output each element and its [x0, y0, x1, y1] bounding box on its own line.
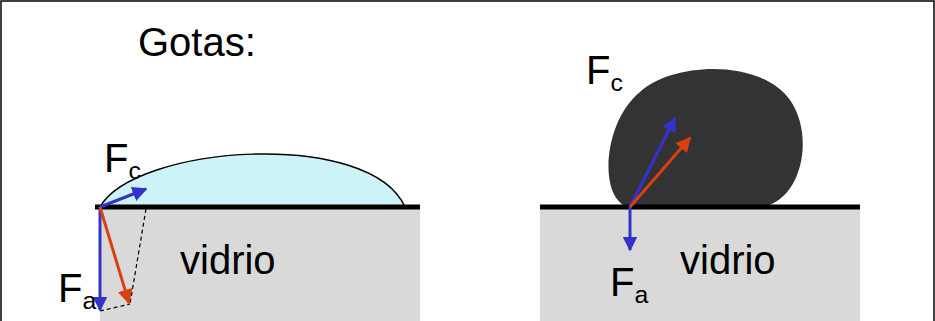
glass-block — [100, 207, 420, 321]
force-label: Fa — [610, 262, 648, 302]
surface-line — [95, 205, 420, 210]
material-label: vidrio — [680, 240, 776, 280]
title: Gotas: — [138, 22, 256, 62]
resultant-arrow — [630, 138, 690, 207]
force-label: Fc — [586, 50, 623, 90]
construction-line — [100, 304, 130, 311]
glass-block: vidrio — [540, 209, 860, 321]
glass-block: vidrio — [100, 209, 420, 321]
force-label: Fa — [58, 268, 96, 308]
beading-drop — [608, 69, 802, 207]
construction-line — [130, 209, 146, 304]
adhesion-arrow — [629, 207, 632, 250]
wetting-drop — [100, 154, 405, 207]
surface-line — [540, 205, 860, 210]
resultant-arrow — [100, 207, 129, 303]
material-label: vidrio — [180, 240, 276, 280]
force-label: Fc — [104, 138, 141, 178]
cohesion-arrow — [100, 189, 146, 207]
glass-block — [540, 207, 860, 321]
adhesion-arrow — [99, 207, 102, 310]
